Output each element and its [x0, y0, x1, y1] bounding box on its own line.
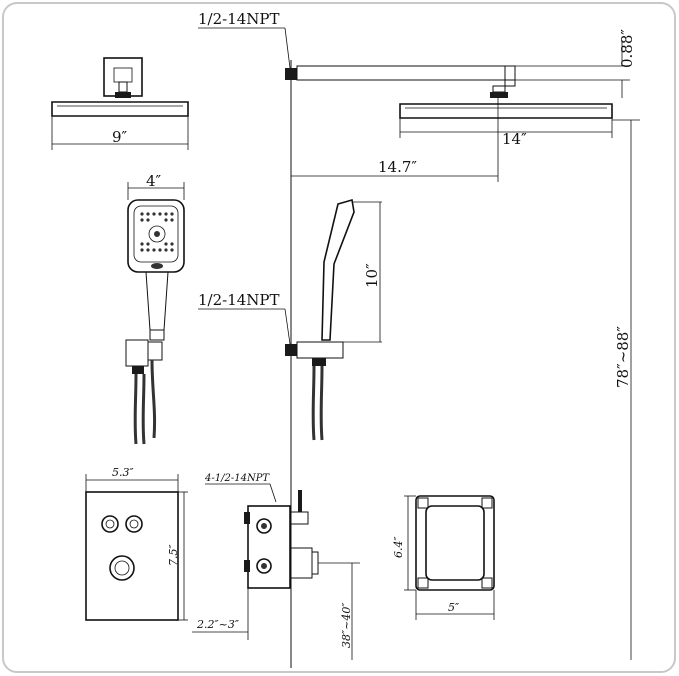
handheld-front — [125, 182, 185, 445]
box-height-label: 6.4″ — [392, 536, 405, 558]
wall-and-arm — [198, 27, 640, 668]
trim-height-label: 7.5″ — [167, 544, 180, 566]
large-head-width-label: 14″ — [502, 130, 527, 148]
trim-plate — [85, 474, 188, 621]
trim-width-label: 5.3″ — [112, 466, 134, 479]
rough-in-box — [404, 495, 495, 620]
arm-height-label: 0.88″ — [618, 29, 636, 68]
handheld-width-label: 4″ — [146, 172, 162, 190]
valve-body — [192, 483, 360, 660]
arm-length-label: 14.7″ — [378, 158, 417, 176]
valve-thread-label: 4-1/2-14NPT — [204, 473, 270, 484]
valve-depth-label: 2.2″~3″ — [196, 618, 240, 631]
arm-thread-label: 1/2-14NPT — [198, 10, 280, 28]
small-head-width-label: 9″ — [112, 128, 128, 146]
overall-height-label: 78″~88″ — [614, 326, 632, 388]
outlet-thread-label: 1/2-14NPT — [198, 291, 280, 309]
box-width-label: 5″ — [448, 601, 460, 614]
handheld-side — [198, 198, 382, 441]
handheld-length-label: 10″ — [363, 263, 381, 288]
small-shower-head — [51, 57, 189, 150]
valve-height-label: 38″~40″ — [340, 602, 353, 648]
